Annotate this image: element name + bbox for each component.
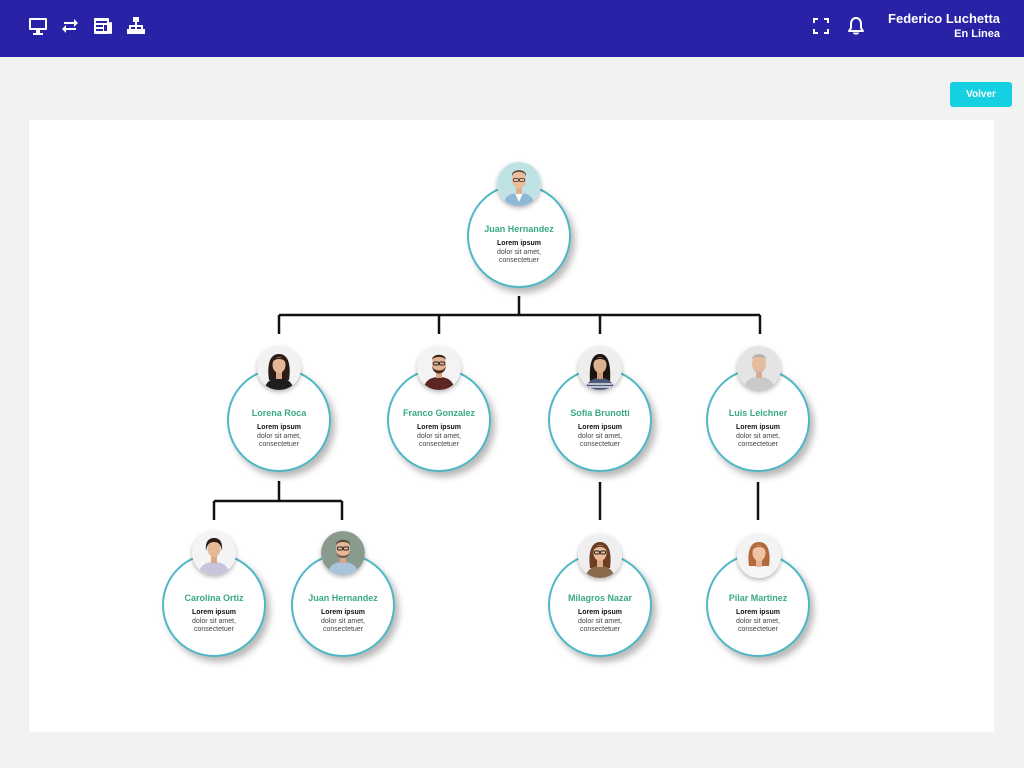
top-bar: Federico Luchetta En Linea — [0, 0, 1024, 57]
back-button[interactable]: Volver — [950, 82, 1012, 107]
node-title: Lorem ipsum — [578, 424, 622, 431]
node-name: Carolina Ortiz — [184, 593, 244, 603]
node-name: Sofia Brunotti — [570, 408, 630, 418]
user-status: En Linea — [954, 28, 1000, 40]
avatar — [417, 346, 461, 390]
node-description: consectetuer — [737, 441, 779, 448]
node-description: consectetuer — [579, 626, 621, 633]
swap-icon[interactable] — [60, 16, 80, 36]
node-description: consectetuer — [193, 626, 235, 633]
node-description: consectetuer — [737, 626, 779, 633]
user-name[interactable]: Federico Luchetta — [888, 11, 1000, 26]
node-description: dolor sit amet, — [578, 433, 622, 440]
node-description: consectetuer — [579, 441, 621, 448]
avatar — [737, 534, 781, 578]
node-description: consectetuer — [258, 441, 300, 448]
node-title: Lorem ipsum — [497, 240, 541, 247]
node-name: Luis Leichner — [728, 408, 788, 418]
avatar — [257, 346, 301, 390]
node-description: dolor sit amet, — [497, 249, 541, 256]
node-name: Pilar Martinez — [728, 593, 788, 603]
node-title: Lorem ipsum — [257, 424, 301, 431]
node-name: Lorena Roca — [251, 408, 307, 418]
avatar — [578, 346, 622, 390]
node-description: consectetuer — [322, 626, 364, 633]
node-description: dolor sit amet, — [736, 618, 780, 625]
fullscreen-icon[interactable] — [811, 16, 831, 36]
newspaper-icon[interactable] — [93, 16, 113, 36]
avatar — [737, 346, 781, 390]
node-name: Franco Gonzalez — [402, 408, 475, 418]
node-name: Juan Hernandez — [308, 593, 378, 603]
avatar — [578, 534, 622, 578]
node-name: Milagros Nazar — [567, 593, 633, 603]
node-description: dolor sit amet, — [736, 433, 780, 440]
avatar — [192, 531, 236, 575]
node-description: dolor sit amet, — [321, 618, 365, 625]
monitor-icon[interactable] — [28, 16, 48, 36]
avatar — [321, 531, 365, 575]
node-title: Lorem ipsum — [192, 609, 236, 616]
org-node-lorena-roca[interactable]: Lorena Roca Lorem ipsum dolor sit amet, … — [227, 368, 331, 472]
node-description: consectetuer — [498, 257, 540, 264]
node-description: dolor sit amet, — [578, 618, 622, 625]
node-title: Lorem ipsum — [736, 609, 780, 616]
node-title: Lorem ipsum — [321, 609, 365, 616]
bell-icon[interactable] — [846, 16, 866, 36]
org-chart-icon[interactable] — [126, 16, 146, 36]
node-description: dolor sit amet, — [417, 433, 461, 440]
node-description: consectetuer — [418, 441, 460, 448]
node-title: Lorem ipsum — [417, 424, 461, 431]
avatar — [497, 162, 541, 206]
node-description: dolor sit amet, — [192, 618, 236, 625]
node-name: Juan Hernandez — [484, 224, 554, 234]
node-title: Lorem ipsum — [578, 609, 622, 616]
node-description: dolor sit amet, — [257, 433, 301, 440]
node-title: Lorem ipsum — [736, 424, 780, 431]
